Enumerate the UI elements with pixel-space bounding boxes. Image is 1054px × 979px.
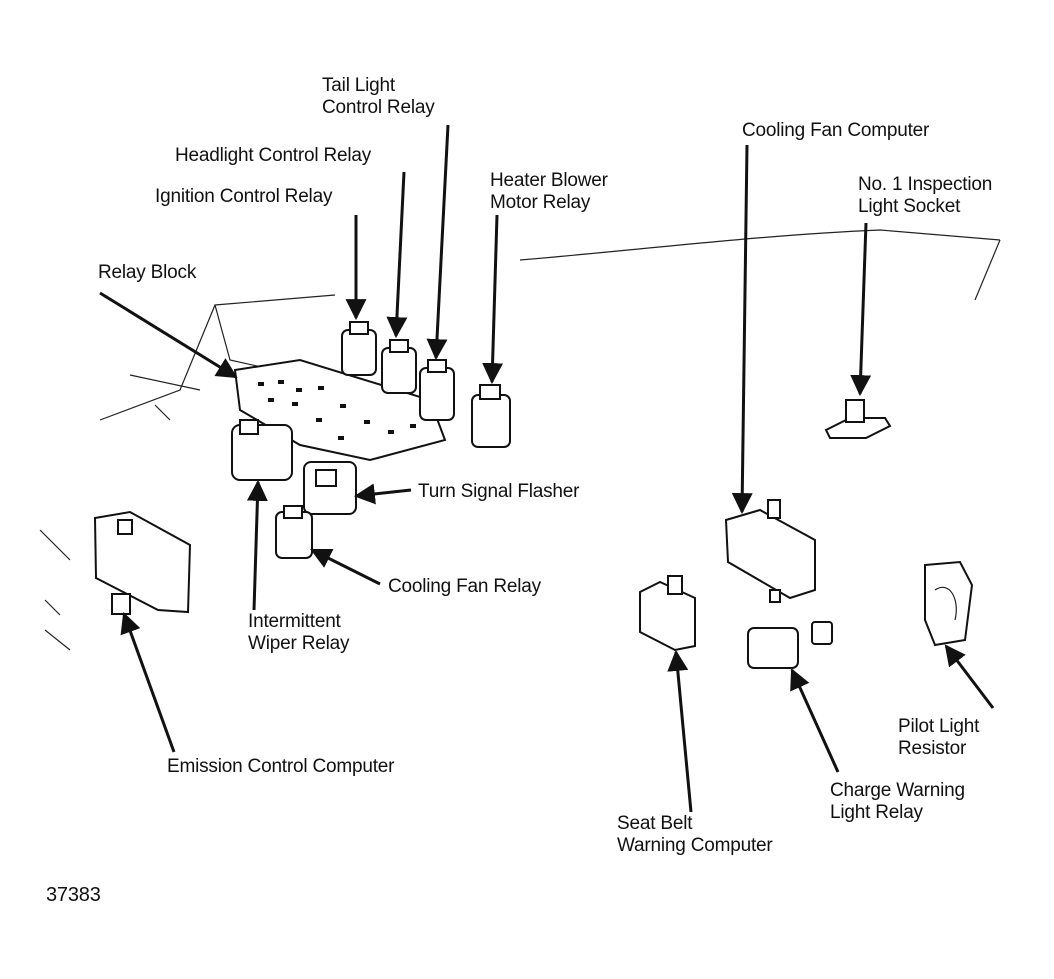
arrow-seat-belt-warning-computer	[667, 649, 693, 813]
label-heater-blower-motor-relay: Heater Blower Motor Relay	[490, 170, 608, 213]
intermittent-wiper-relay-part	[231, 419, 293, 481]
cooling-fan-relay-part	[275, 505, 313, 559]
tail-light-control-relay-part	[419, 359, 455, 421]
arrow-intermittent-wiper-relay	[246, 479, 268, 611]
headlight-control-relay-part	[381, 339, 417, 394]
label-cooling-fan-relay: Cooling Fan Relay	[388, 576, 541, 597]
arrow-relay-block	[99, 291, 238, 379]
arrow-heater-blower-motor-relay	[482, 214, 504, 385]
arrow-turn-signal-flasher	[353, 483, 412, 505]
inspection-light-socket-part	[824, 399, 892, 439]
arrow-cooling-fan-computer	[731, 144, 753, 515]
label-seat-belt-warning-computer: Seat Belt Warning Computer	[617, 813, 773, 856]
label-turn-signal-flasher: Turn Signal Flasher	[418, 481, 580, 502]
label-relay-block: Relay Block	[98, 262, 197, 283]
arrow-charge-warning-light-relay	[790, 668, 840, 773]
arrow-pilot-light-resistor	[944, 644, 995, 709]
arrow-headlight-control-relay	[386, 171, 408, 339]
arrow-tail-light-control-relay	[426, 124, 450, 361]
heater-blower-motor-relay-part	[471, 384, 511, 448]
label-charge-warning-light-relay: Charge Warning Light Relay	[830, 780, 965, 823]
ignition-control-relay-part	[341, 321, 377, 376]
arrow-emission-control-computer	[120, 612, 176, 753]
label-intermittent-wiper-relay: Intermittent Wiper Relay	[248, 611, 350, 654]
label-no1-inspection-light-socket: No. 1 Inspection Light Socket	[858, 174, 993, 217]
arrow-cooling-fan-relay	[310, 548, 381, 586]
label-emission-control-computer: Emission Control Computer	[167, 756, 395, 777]
arrow-inspection-light-socket	[850, 222, 872, 397]
leader-arrows	[99, 124, 995, 813]
seat-belt-warning-computer-part	[639, 575, 696, 652]
figure-id: 37383	[46, 884, 101, 906]
label-cooling-fan-computer: Cooling Fan Computer	[742, 120, 930, 141]
label-tail-light-control-relay: Tail Light Control Relay	[322, 75, 435, 118]
label-headlight-control-relay: Headlight Control Relay	[175, 145, 372, 166]
emission-control-computer-part	[93, 510, 192, 615]
turn-signal-flasher-part	[303, 461, 357, 515]
cooling-fan-computer-part	[724, 499, 816, 603]
label-pilot-light-resistor: Pilot Light Resistor	[898, 716, 980, 759]
label-ignition-control-relay: Ignition Control Relay	[155, 186, 333, 207]
pilot-light-resistor-part	[924, 560, 974, 647]
charge-warning-light-relay-part	[747, 621, 833, 669]
body-outline	[39, 229, 1001, 651]
